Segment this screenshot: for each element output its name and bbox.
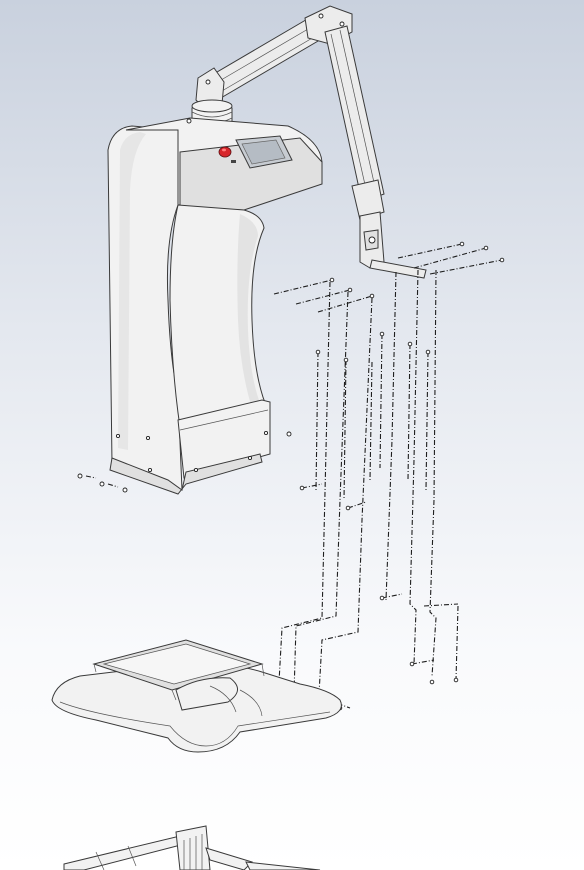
- frame-upright: [175, 825, 211, 870]
- robot-arm: [191, 5, 427, 279]
- wrist-joint: [351, 179, 385, 221]
- support-frame: [63, 825, 321, 870]
- forearm-segment: [324, 25, 385, 203]
- emergency-stop-button: [218, 146, 232, 158]
- cabinet-body: [107, 117, 323, 495]
- base-seat-pad: [175, 677, 238, 711]
- tool-rod: [369, 259, 427, 279]
- key-switch-icon: [231, 160, 236, 163]
- explode-lines: [273, 243, 503, 713]
- base-plate: [51, 639, 342, 753]
- fastener-points: [275, 241, 505, 715]
- loose-fasteners: [77, 431, 292, 493]
- frame-rail-left: [63, 835, 201, 870]
